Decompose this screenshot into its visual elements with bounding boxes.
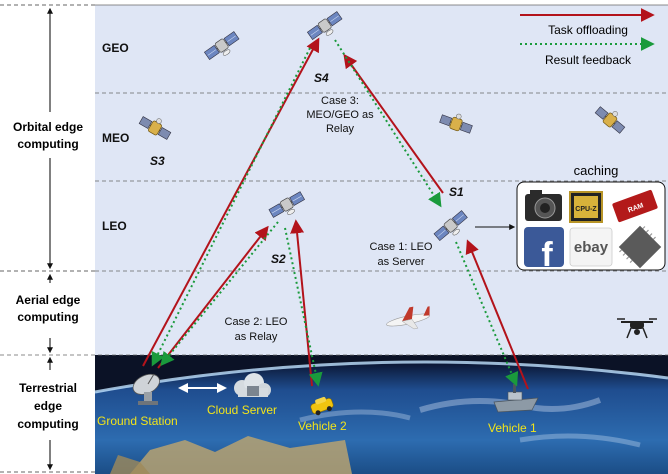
vehicle2-car-icon	[310, 396, 334, 416]
tier-aerial-label-2: computing	[17, 310, 78, 324]
tier-aerial-label-1: Aerial edge	[16, 293, 81, 307]
case1-label-1: Case 1: LEO	[370, 241, 433, 253]
ebay-icon-label: ebay	[574, 239, 609, 256]
tier-terrestrial-label-1: Terrestrial	[19, 381, 77, 395]
tier-orbital-label-2: computing	[17, 137, 78, 151]
caching-panel: caching CPU-Z RAM f ebay	[516, 163, 666, 274]
satellite-s2-label: S2	[271, 252, 286, 266]
tier-label-column	[0, 0, 95, 474]
drone-icon	[617, 318, 657, 339]
case3-label-1: Case 3:	[321, 95, 359, 107]
orbit-boundaries	[0, 92, 668, 356]
cloud-server-label: Cloud Server	[207, 403, 277, 417]
orbit-meo-label: MEO	[102, 131, 129, 145]
tier-terrestrial-label-3: computing	[17, 417, 78, 431]
case2-label-1: Case 2: LEO	[225, 316, 288, 328]
cpu-chip-label: CPU-Z	[575, 206, 597, 213]
vehicle2-label: Vehicle 2	[298, 419, 347, 433]
legend: Task offloading Result feedback	[520, 8, 655, 67]
result-feedback-arrows	[151, 39, 519, 387]
result-arrow-s1-to-vehicle1	[455, 241, 519, 387]
task-arrow-station-to-s4	[142, 37, 320, 367]
task-arrow-s1-to-s4	[343, 53, 444, 194]
satellite-s4-label: S4	[314, 71, 329, 85]
camera-icon	[525, 190, 562, 221]
legend-result-label: Result feedback	[545, 53, 632, 67]
caching-label: caching	[574, 163, 619, 178]
satellite-s1-label: S1	[449, 185, 464, 199]
ebay-icon: ebay	[569, 227, 613, 267]
task-offloading-arrows	[142, 37, 529, 390]
task-arrow-vehicle1-to-s1	[465, 239, 529, 390]
facebook-icon: f	[524, 227, 564, 274]
result-arrow-s4-to-station	[151, 47, 311, 367]
cloud-server-icon	[234, 373, 271, 397]
vehicle1-label: Vehicle 1	[488, 421, 537, 435]
result-arrow-s2-to-vehicle2	[284, 227, 323, 387]
satellite-s3-label: S3	[150, 154, 165, 168]
ram-module-icon: RAM	[612, 189, 658, 223]
legend-task-label: Task offloading	[548, 23, 628, 37]
tier-terrestrial-label-2: edge	[34, 399, 62, 413]
facebook-icon-label: f	[541, 236, 553, 274]
tier-orbital-label-1: Orbital edge	[13, 120, 83, 134]
case3-label-3: Relay	[326, 123, 355, 135]
orbit-leo-label: LEO	[102, 219, 127, 233]
sky-background	[95, 5, 668, 355]
airplane-icon	[386, 306, 430, 330]
case1-label-2: as Server	[377, 256, 424, 268]
earth-background	[94, 355, 668, 474]
cpu-chip-icon: CPU-Z	[569, 191, 603, 223]
ground-station-label: Ground Station	[97, 414, 178, 428]
case2-label-2: as Relay	[235, 331, 278, 343]
case3-label-2: MEO/GEO as	[306, 109, 374, 121]
orbit-geo-label: GEO	[102, 41, 129, 55]
task-arrow-vehicle2-to-s2	[290, 219, 313, 387]
ground-station-icon	[132, 373, 160, 405]
result-arrow-s2-to-station	[160, 221, 279, 367]
vehicle1-ship-icon	[493, 384, 539, 413]
task-arrow-station-to-s2	[157, 225, 269, 369]
